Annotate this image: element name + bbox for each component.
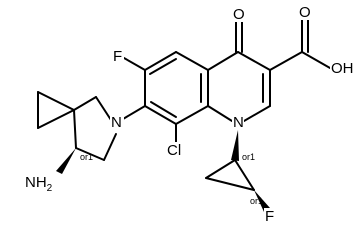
pyrrolidine-nitrogen-label: N: [111, 114, 122, 131]
ring-nitrogen-label: N: [233, 114, 244, 131]
stereo-cyclopropyl-n-label: or1: [242, 152, 255, 162]
stereo-cyclopropyl-f-label: or1: [250, 196, 263, 206]
amino-subscript: 2: [47, 183, 53, 194]
stereo-annotations: or1 or1 or1: [80, 152, 263, 206]
chemical-structure: O O OH F N N Cl NH2 F or1 or1 or1: [24, 4, 356, 225]
fluoro-ring-label: F: [113, 48, 122, 65]
amino-nh: NH: [25, 174, 47, 191]
fluoro-cyclopropyl-label: F: [265, 208, 274, 225]
oxygen-ketone-label: O: [233, 6, 245, 23]
bonds: [37, 15, 331, 212]
chloro-label: Cl: [167, 142, 181, 159]
stereo-amine-center-label: or1: [80, 152, 93, 162]
amino-label: NH2: [25, 174, 53, 194]
hydroxyl-label: OH: [331, 60, 354, 77]
atom-labels: O O OH F N N Cl NH2 F: [24, 4, 356, 225]
oxygen-carbonyl-label: O: [299, 4, 311, 21]
